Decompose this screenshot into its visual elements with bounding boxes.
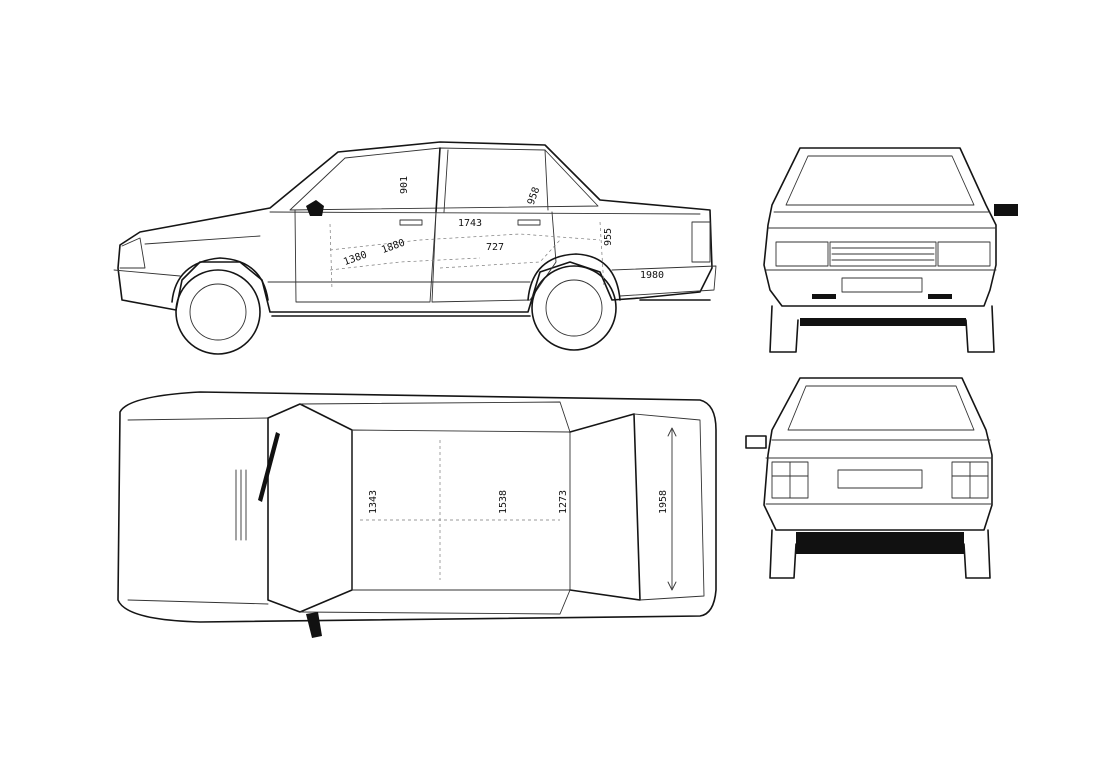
top-body-outline: [117, 391, 717, 623]
side-dim-label: 1980: [640, 270, 664, 281]
front-windshield: [785, 155, 975, 206]
top-dim-label: 1343: [368, 490, 379, 514]
front-mirror: [994, 204, 1018, 216]
side-rear-door: [431, 211, 557, 303]
top-roof: [351, 429, 571, 591]
front-body-outline: [763, 147, 997, 307]
top-dim-label: 1958: [658, 490, 669, 514]
top-mirror: [306, 612, 322, 638]
rear-tail-light-left: [771, 461, 809, 499]
side-b-pillar: [435, 147, 441, 213]
side-dim-label: 727: [486, 242, 504, 253]
side-dim-label: 1880: [380, 237, 406, 256]
top-view: 1343 1538 1273 1958: [117, 391, 717, 638]
side-greenhouse: [289, 147, 599, 211]
side-dim-label: 958: [526, 186, 543, 207]
rear-tail-light-right: [951, 461, 989, 499]
side-dim-label: 955: [603, 228, 614, 246]
top-hood-vent: [235, 469, 247, 541]
top-dim-label: 1538: [498, 490, 509, 514]
side-dim-label: 1380: [342, 249, 368, 268]
front-view: [763, 147, 1018, 353]
front-plate: [841, 277, 923, 293]
side-front-wheel: [175, 269, 261, 355]
side-dim-label: 1743: [458, 218, 482, 229]
side-view: 901 1743 727 958 955 1980 1380 1880: [113, 141, 717, 355]
side-front-door: [294, 209, 437, 303]
top-dim-label: 1273: [558, 490, 569, 514]
side-rear-wheel: [531, 265, 617, 351]
rear-window: [787, 385, 975, 431]
front-grille: [829, 241, 937, 267]
side-mirror: [306, 200, 324, 216]
rear-view: [745, 377, 993, 579]
top-windshield: [267, 403, 353, 613]
side-headlight: [119, 237, 146, 269]
rear-plate: [837, 469, 923, 489]
side-dim-label: 901: [399, 176, 410, 194]
rear-body-outline: [763, 377, 993, 531]
